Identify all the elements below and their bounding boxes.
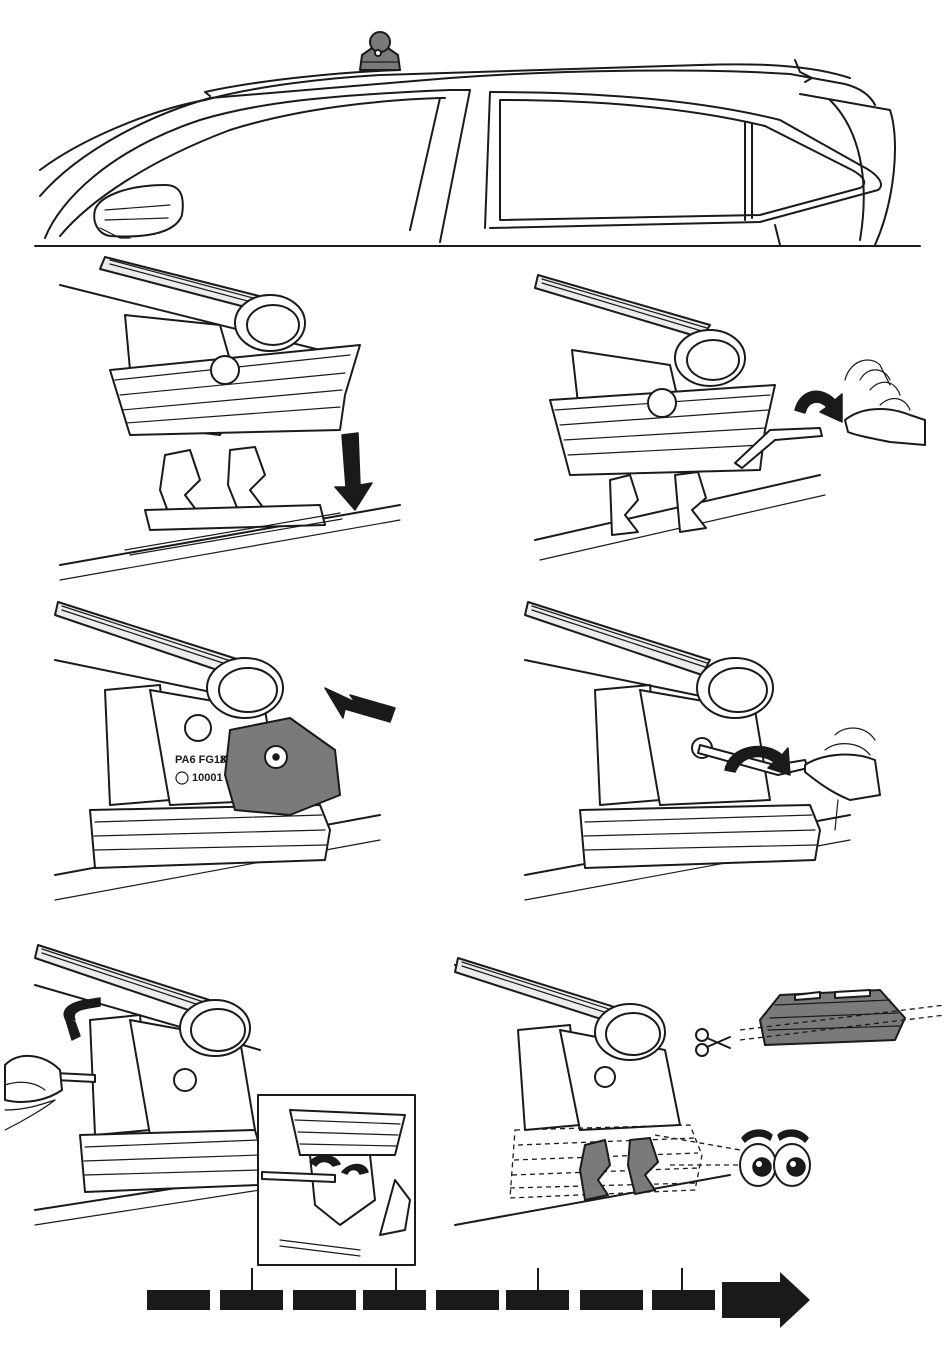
number-marking: 10001 (192, 772, 223, 784)
progress-segment (293, 1290, 356, 1310)
step-3-diagram (530, 270, 930, 590)
hand-icon (5, 1056, 62, 1130)
step-6-diagram (0, 940, 420, 1270)
step-2-diagram (40, 255, 420, 585)
eyes-icon (740, 1130, 810, 1186)
progress-bar (140, 1260, 820, 1340)
progress-segment (652, 1290, 715, 1310)
roof-foot-icon (360, 32, 400, 70)
progress-segment (147, 1290, 210, 1310)
roof-bar (55, 602, 240, 675)
rubber-pad-spare (740, 990, 945, 1045)
progress-segment (580, 1290, 643, 1310)
progress-segment (220, 1290, 283, 1310)
left-arrow-icon (325, 688, 395, 722)
material-marking: PA6 FG18 (175, 754, 226, 766)
step-4-diagram: PA6 FG18 X 10001 (50, 600, 430, 910)
step-1-car-roof-diagram (0, 0, 950, 255)
curved-arrow-icon (795, 391, 842, 422)
right-arrow-icon (722, 1272, 810, 1328)
cover-cap (225, 718, 340, 815)
step-7-diagram (440, 940, 950, 1240)
scissors-icon (696, 1029, 730, 1056)
hand-icon (805, 728, 880, 830)
progress-segment (506, 1290, 569, 1310)
progress-segments (147, 1290, 715, 1310)
roof-bar (525, 602, 710, 675)
hand-icon (845, 360, 925, 445)
progress-segment (363, 1290, 426, 1310)
step-5-diagram (520, 600, 900, 910)
inset-detail (258, 1095, 415, 1265)
progress-segment (436, 1290, 499, 1310)
roof-bar (535, 275, 710, 338)
down-arrow-icon (335, 433, 372, 510)
progress-ticks (252, 1268, 682, 1290)
